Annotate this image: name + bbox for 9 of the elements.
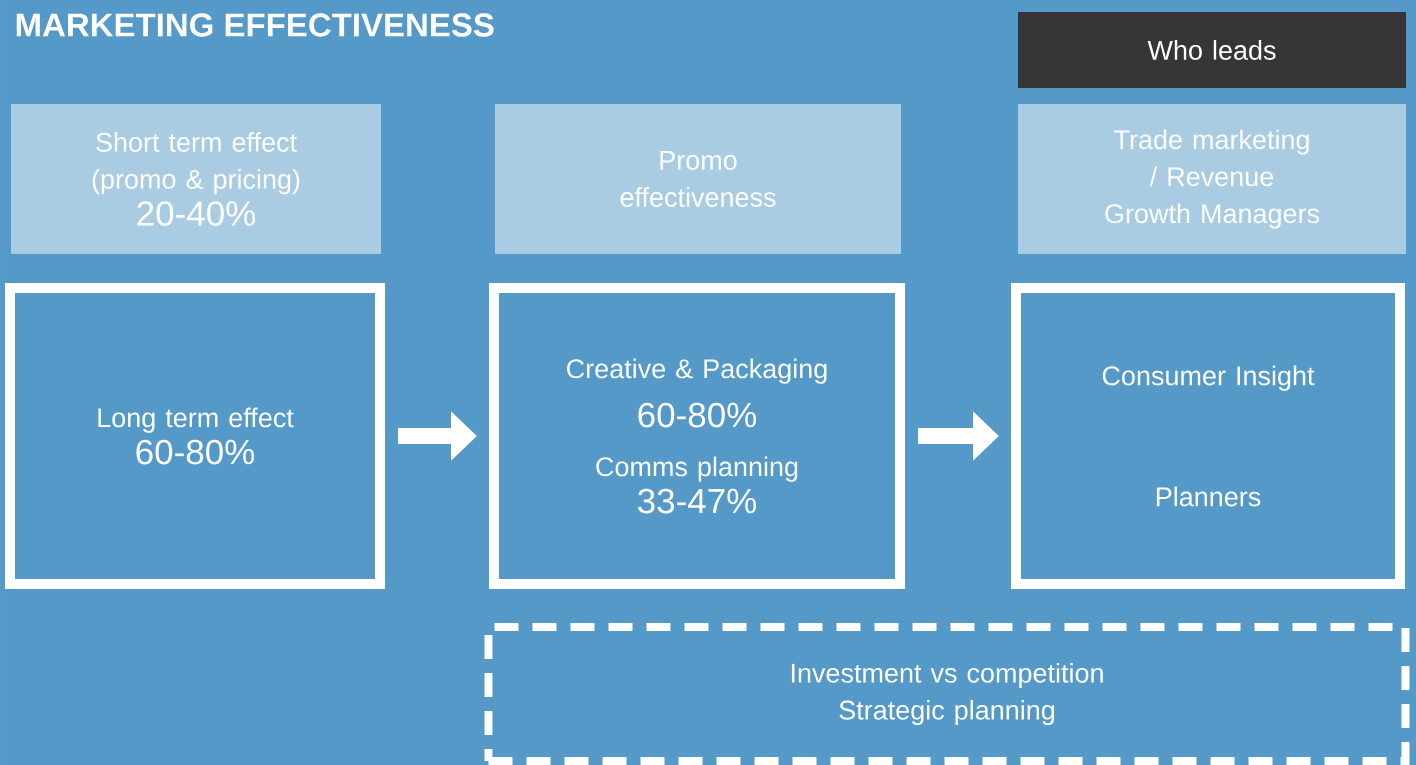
outlined-box: Long term effect 60-80% xyxy=(5,283,385,589)
outlined-box: Consumer Insight Planners xyxy=(1011,283,1405,589)
header-box: Who leads xyxy=(1018,12,1406,88)
outlined-box: Creative & Packaging 60-80% Comms planning 33-47% xyxy=(489,283,905,589)
label-box: Trade marketing / Revenue Growth Managers xyxy=(1018,104,1406,254)
title: MARKETING EFFECTIVENESS xyxy=(16,13,494,37)
dashed-box: Investment vs competition Strategic planning xyxy=(484,623,1410,765)
label-box: Promo effectiveness xyxy=(495,104,901,254)
label-box: Short term effect (promo & pricing) 20-40% xyxy=(11,104,381,254)
